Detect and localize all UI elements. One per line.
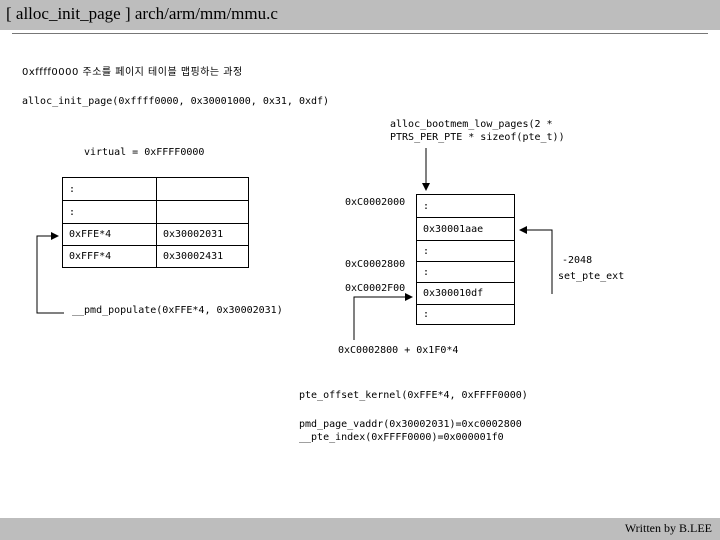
table-row: 0x300010df: [416, 282, 515, 305]
addr-label-2000: 0xC0002000: [345, 197, 406, 208]
table-row: :: [62, 200, 249, 224]
header-divider: [12, 33, 708, 34]
set-pte-arrow: [519, 226, 553, 294]
table-row: 0x30001aae: [416, 217, 515, 241]
table-row: 0xFFE*4 0x30002031: [62, 223, 249, 246]
table-cell: :: [416, 304, 515, 325]
table-cell: :: [62, 200, 157, 224]
header-bar: [ alloc_init_page ] arch/arm/mm/mmu.c: [0, 0, 720, 30]
right-table-caption-line1: alloc_bootmem_low_pages(2 *: [390, 119, 553, 130]
author-credit: Written by B.LEE: [624, 521, 712, 535]
set-pte-label: set_pte_ext: [558, 271, 625, 282]
pmd-populate-label: __pmd_populate(0xFFE*4, 0x30002031): [72, 305, 283, 316]
pgd-table: : : 0xFFE*4 0x30002031 0xFFF*4 0x3000243…: [62, 177, 249, 268]
table-cell: :: [62, 177, 157, 201]
table-row: :: [416, 304, 515, 325]
populate-arrow: [36, 232, 64, 314]
pte-table: : 0x30001aae : : 0x300010df :: [416, 194, 515, 325]
table-row: :: [62, 177, 249, 201]
table-cell: 0x30002431: [156, 245, 249, 268]
pmd-vaddr-note: pmd_page_vaddr(0x30002031)=0xc0002800: [299, 419, 522, 430]
table-cell: [156, 177, 249, 201]
pte-index-note: __pte_index(0xFFFF0000)=0x000001f0: [299, 432, 504, 443]
left-table-caption: virtual = 0xFFFF0000: [84, 147, 205, 158]
pte-offset-note: pte_offset_kernel(0xFFE*4, 0xFFFF0000): [299, 390, 528, 401]
addr-label-2f00: 0xC0002F00: [345, 283, 406, 294]
pte-offset-arrow: [353, 293, 413, 340]
page-title: [ alloc_init_page ] arch/arm/mm/mmu.c: [6, 4, 278, 23]
intro-call: alloc_init_page(0xffff0000, 0x30001000, …: [22, 96, 330, 107]
table-cell: 0x30001aae: [416, 217, 515, 241]
footer-bar: Written by B.LEE: [0, 518, 720, 540]
table-cell: 0x300010df: [416, 282, 515, 305]
offset-label: -2048: [562, 255, 593, 266]
offset-calc-label: 0xC0002800 + 0x1F0*4: [338, 345, 459, 356]
addr-label-2800: 0xC0002800: [345, 259, 406, 270]
right-table-caption-line2: PTRS_PER_PTE * sizeof(pte_t)): [390, 132, 565, 143]
intro-description: 0xffff0000 주소를 페이지 테이블 맵핑하는 과정: [22, 67, 243, 78]
table-row: 0xFFF*4 0x30002431: [62, 245, 249, 268]
